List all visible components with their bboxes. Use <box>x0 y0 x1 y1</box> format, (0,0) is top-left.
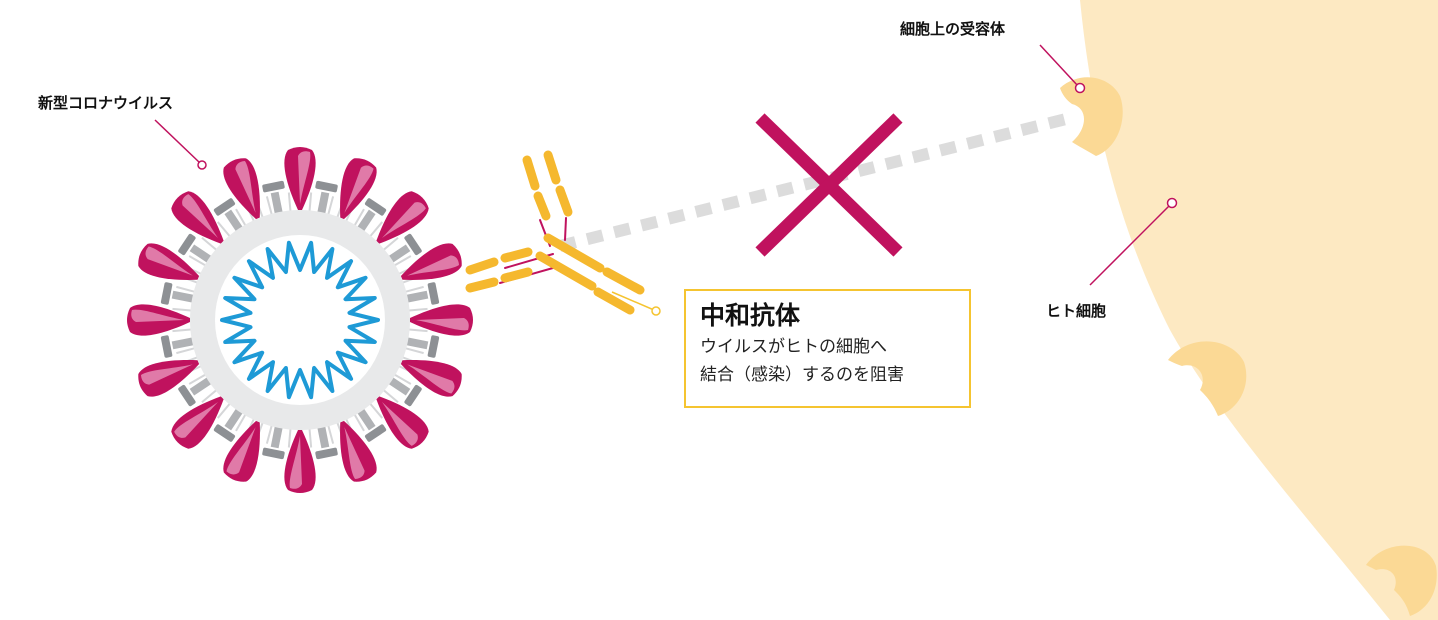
neutralizing-antibody-callout: 中和抗体 ウイルスがヒトの細胞へ 結合（感染）するのを阻害 <box>684 289 971 408</box>
envelope-whisker <box>404 285 424 294</box>
human-cell <box>1080 0 1438 620</box>
blocked-binding-path <box>558 112 1072 252</box>
spike-protein <box>138 243 200 280</box>
envelope-whisker <box>188 373 207 385</box>
envelope-whisker <box>188 255 207 267</box>
callout-leader-dot <box>651 306 661 316</box>
envelope-whisker <box>308 192 313 213</box>
envelope-whisker <box>265 424 274 444</box>
spike-protein <box>376 396 429 449</box>
human-cell-label: ヒト細胞 <box>1046 302 1107 320</box>
viral-rna <box>220 240 380 400</box>
envelope-whisker <box>326 196 335 216</box>
callout-line-2: 結合（感染）するのを阻害 <box>700 365 904 385</box>
envelope-whisker <box>201 236 218 252</box>
envelope-whisker <box>235 413 247 432</box>
virus-label: 新型コロナウイルス <box>38 94 174 112</box>
coronavirus-icon <box>127 147 473 493</box>
callout-leader <box>611 291 655 311</box>
receptor-middle <box>1168 341 1247 416</box>
spike-protein <box>376 191 429 244</box>
envelope-whisker <box>393 373 412 385</box>
envelope-whisker <box>382 236 399 252</box>
receptor-bottom <box>1366 545 1437 616</box>
envelope-whisker <box>353 413 365 432</box>
spike-protein <box>284 147 316 210</box>
envelope-whisker <box>407 328 428 333</box>
envelope-whisker <box>235 208 247 227</box>
envelope-whisker <box>287 427 292 448</box>
spike-protein <box>340 420 377 482</box>
envelope-whisker <box>216 221 232 238</box>
envelope-whisker <box>368 402 384 419</box>
envelope-whisker <box>368 221 384 238</box>
envelope-whisker <box>407 307 428 312</box>
callout-title: 中和抗体 <box>700 301 801 330</box>
envelope-whisker <box>393 255 412 267</box>
spike-protein <box>400 243 462 280</box>
envelope-whisker <box>216 402 232 419</box>
receptor-label: 細胞上の受容体 <box>900 20 1006 38</box>
spike-protein <box>127 304 190 336</box>
envelope-whisker <box>176 285 196 294</box>
spike-protein <box>284 430 316 493</box>
spike-protein <box>138 360 200 397</box>
envelope-whisker <box>287 192 292 213</box>
spike-protein <box>223 158 260 220</box>
spike-protein <box>171 191 224 244</box>
spike-protein <box>171 396 224 449</box>
envelope-whisker <box>172 328 193 333</box>
antibody-icon <box>465 150 645 315</box>
viral-core <box>215 235 385 405</box>
leader-lines <box>154 44 1178 286</box>
envelope-whisker <box>382 388 399 404</box>
envelope-whisker <box>308 427 313 448</box>
envelope-whisker <box>404 346 424 355</box>
envelope-whisker <box>201 388 218 404</box>
envelope-whisker <box>172 307 193 312</box>
callout-line-1: ウイルスがヒトの細胞へ <box>700 337 887 357</box>
envelope-whisker <box>176 346 196 355</box>
envelope-whisker <box>353 208 365 227</box>
cross-mark-icon <box>755 113 903 257</box>
spike-protein <box>410 304 473 336</box>
spike-protein <box>400 360 462 397</box>
spike-protein <box>223 420 260 482</box>
envelope-whisker <box>265 196 274 216</box>
receptor-top <box>1060 77 1123 156</box>
spike-protein <box>340 158 377 220</box>
envelope-whisker <box>326 424 335 444</box>
